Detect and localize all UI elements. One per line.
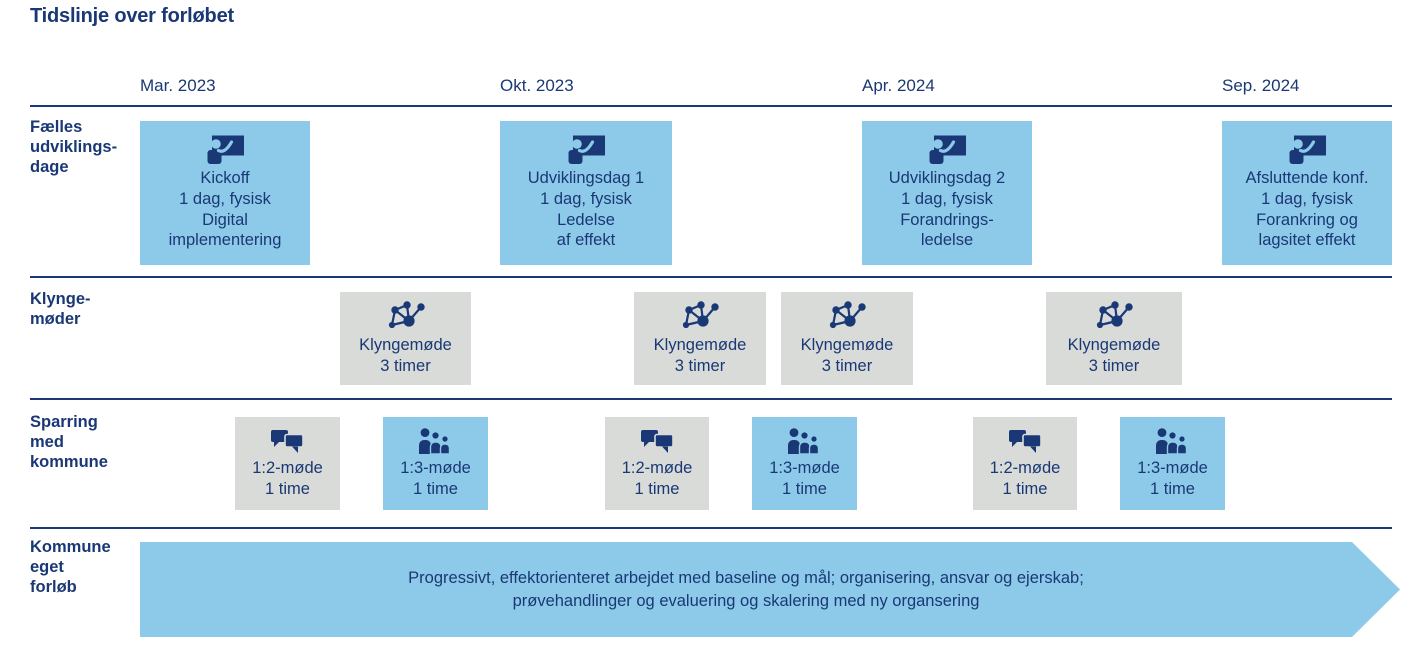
chat-icon: [639, 428, 676, 454]
presenter-icon: [566, 135, 606, 164]
presenter-icon: [1287, 135, 1327, 164]
date-label-sep-2024: Sep. 2024: [1222, 76, 1300, 95]
event-box-text: Klyngemøde 3 timer: [359, 336, 452, 375]
row-label-kommune-eget-forlob: Kommune eget forløb: [30, 538, 111, 597]
people-icon: [1155, 427, 1191, 455]
event-box-text: 1:2-møde 1 time: [989, 458, 1061, 498]
cluster-icon: [680, 300, 720, 331]
event-box-13-mode-1: 1:3-møde 1 time: [383, 417, 488, 510]
cluster-icon: [1094, 300, 1134, 331]
presenter-icon: [927, 135, 967, 164]
event-box-text: 1:3-møde 1 time: [1137, 458, 1208, 498]
event-box-klyngemode-4: Klyngemøde 3 timer: [1046, 292, 1182, 385]
date-label-apr-2024: Apr. 2024: [862, 76, 935, 95]
separator-line: [30, 398, 1392, 400]
event-box-klyngemode-1: Klyngemøde 3 timer: [340, 292, 471, 385]
row-label-sparring-med-kommune: Sparring med kommune: [30, 413, 108, 472]
event-box-text: Kickoff 1 dag, fysisk Digital implemente…: [168, 168, 282, 250]
row-label-faelles-udviklingsdage: Fælles udviklings- dage: [30, 118, 118, 177]
separator-line: [30, 527, 1392, 529]
event-box-text: Udviklingsdag 1 1 dag, fysisk Ledelse af…: [527, 168, 645, 250]
event-box-text: Klyngemøde 3 timer: [653, 336, 747, 375]
date-label-okt-2023: Okt. 2023: [500, 76, 574, 95]
people-icon: [787, 427, 823, 455]
event-box-12-mode-1: 1:2-møde 1 time: [235, 417, 340, 510]
presenter-icon: [205, 135, 245, 164]
event-box-text: 1:3-møde 1 time: [400, 458, 471, 498]
event-box-udviklingsdag-1: Udviklingsdag 1 1 dag, fysisk Ledelse af…: [500, 121, 672, 265]
row-label-klyngemoder: Klynge- møder: [30, 290, 91, 329]
arrow-banner-text: Progressivt, effektorienteret arbejdet m…: [408, 569, 1084, 610]
event-box-text: 1:3-møde 1 time: [769, 458, 840, 498]
event-box-13-mode-2: 1:3-møde 1 time: [752, 417, 857, 510]
separator-line: [30, 276, 1392, 278]
event-box-text: Klyngemøde 3 timer: [1067, 336, 1161, 375]
cluster-icon: [827, 300, 867, 331]
separator-line: [30, 105, 1392, 107]
event-box-klyngemode-3: Klyngemøde 3 timer: [781, 292, 913, 385]
arrow-banner: Progressivt, effektorienteret arbejdet m…: [140, 542, 1400, 637]
event-box-afsluttende-konf: Afsluttende konf. 1 dag, fysisk Forankri…: [1222, 121, 1392, 265]
event-box-12-mode-3: 1:2-møde 1 time: [973, 417, 1077, 510]
cluster-icon: [386, 300, 426, 331]
event-box-12-mode-2: 1:2-møde 1 time: [605, 417, 709, 510]
event-box-udviklingsdag-2: Udviklingsdag 2 1 dag, fysisk Forandring…: [862, 121, 1032, 265]
event-box-klyngemode-2: Klyngemøde 3 timer: [634, 292, 766, 385]
event-box-text: 1:2-møde 1 time: [621, 458, 693, 498]
event-box-text: 1:2-møde 1 time: [252, 458, 323, 498]
people-icon: [418, 427, 454, 455]
event-box-text: Klyngemøde 3 timer: [800, 336, 894, 375]
page-title: Tidslinje over forløbet: [30, 5, 234, 27]
event-box-13-mode-3: 1:3-møde 1 time: [1120, 417, 1225, 510]
date-label-mar-2023: Mar. 2023: [140, 76, 216, 95]
chat-icon: [269, 428, 306, 454]
event-box-text: Udviklingsdag 2 1 dag, fysisk Forandring…: [888, 168, 1006, 250]
chat-icon: [1007, 428, 1044, 454]
event-box-kickoff: Kickoff 1 dag, fysisk Digital implemente…: [140, 121, 310, 265]
event-box-text: Afsluttende konf. 1 dag, fysisk Forankri…: [1245, 168, 1369, 250]
